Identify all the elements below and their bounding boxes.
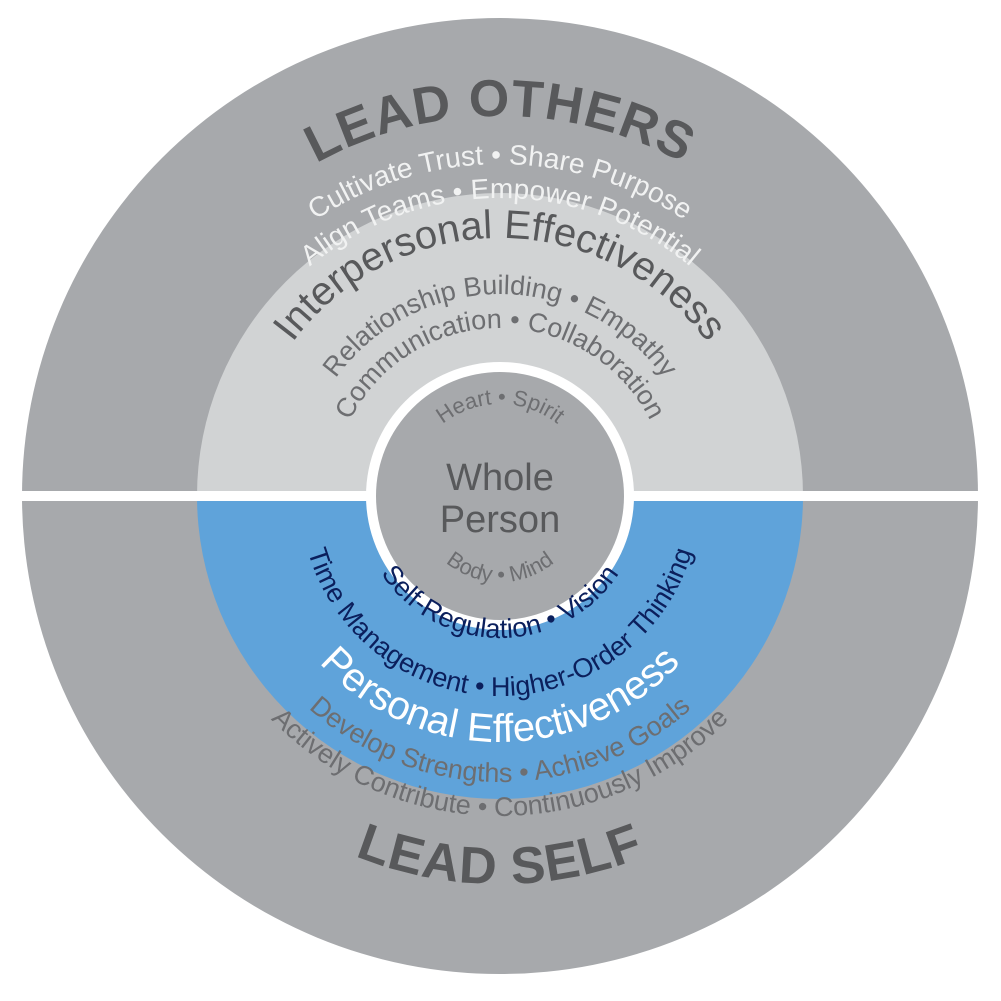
core-circle xyxy=(376,372,624,620)
core-title-line-1: Whole xyxy=(446,457,554,499)
core-title-line-2: Person xyxy=(440,499,560,541)
interpersonal-half-ring xyxy=(197,193,803,496)
personal-half-ring xyxy=(197,496,803,799)
